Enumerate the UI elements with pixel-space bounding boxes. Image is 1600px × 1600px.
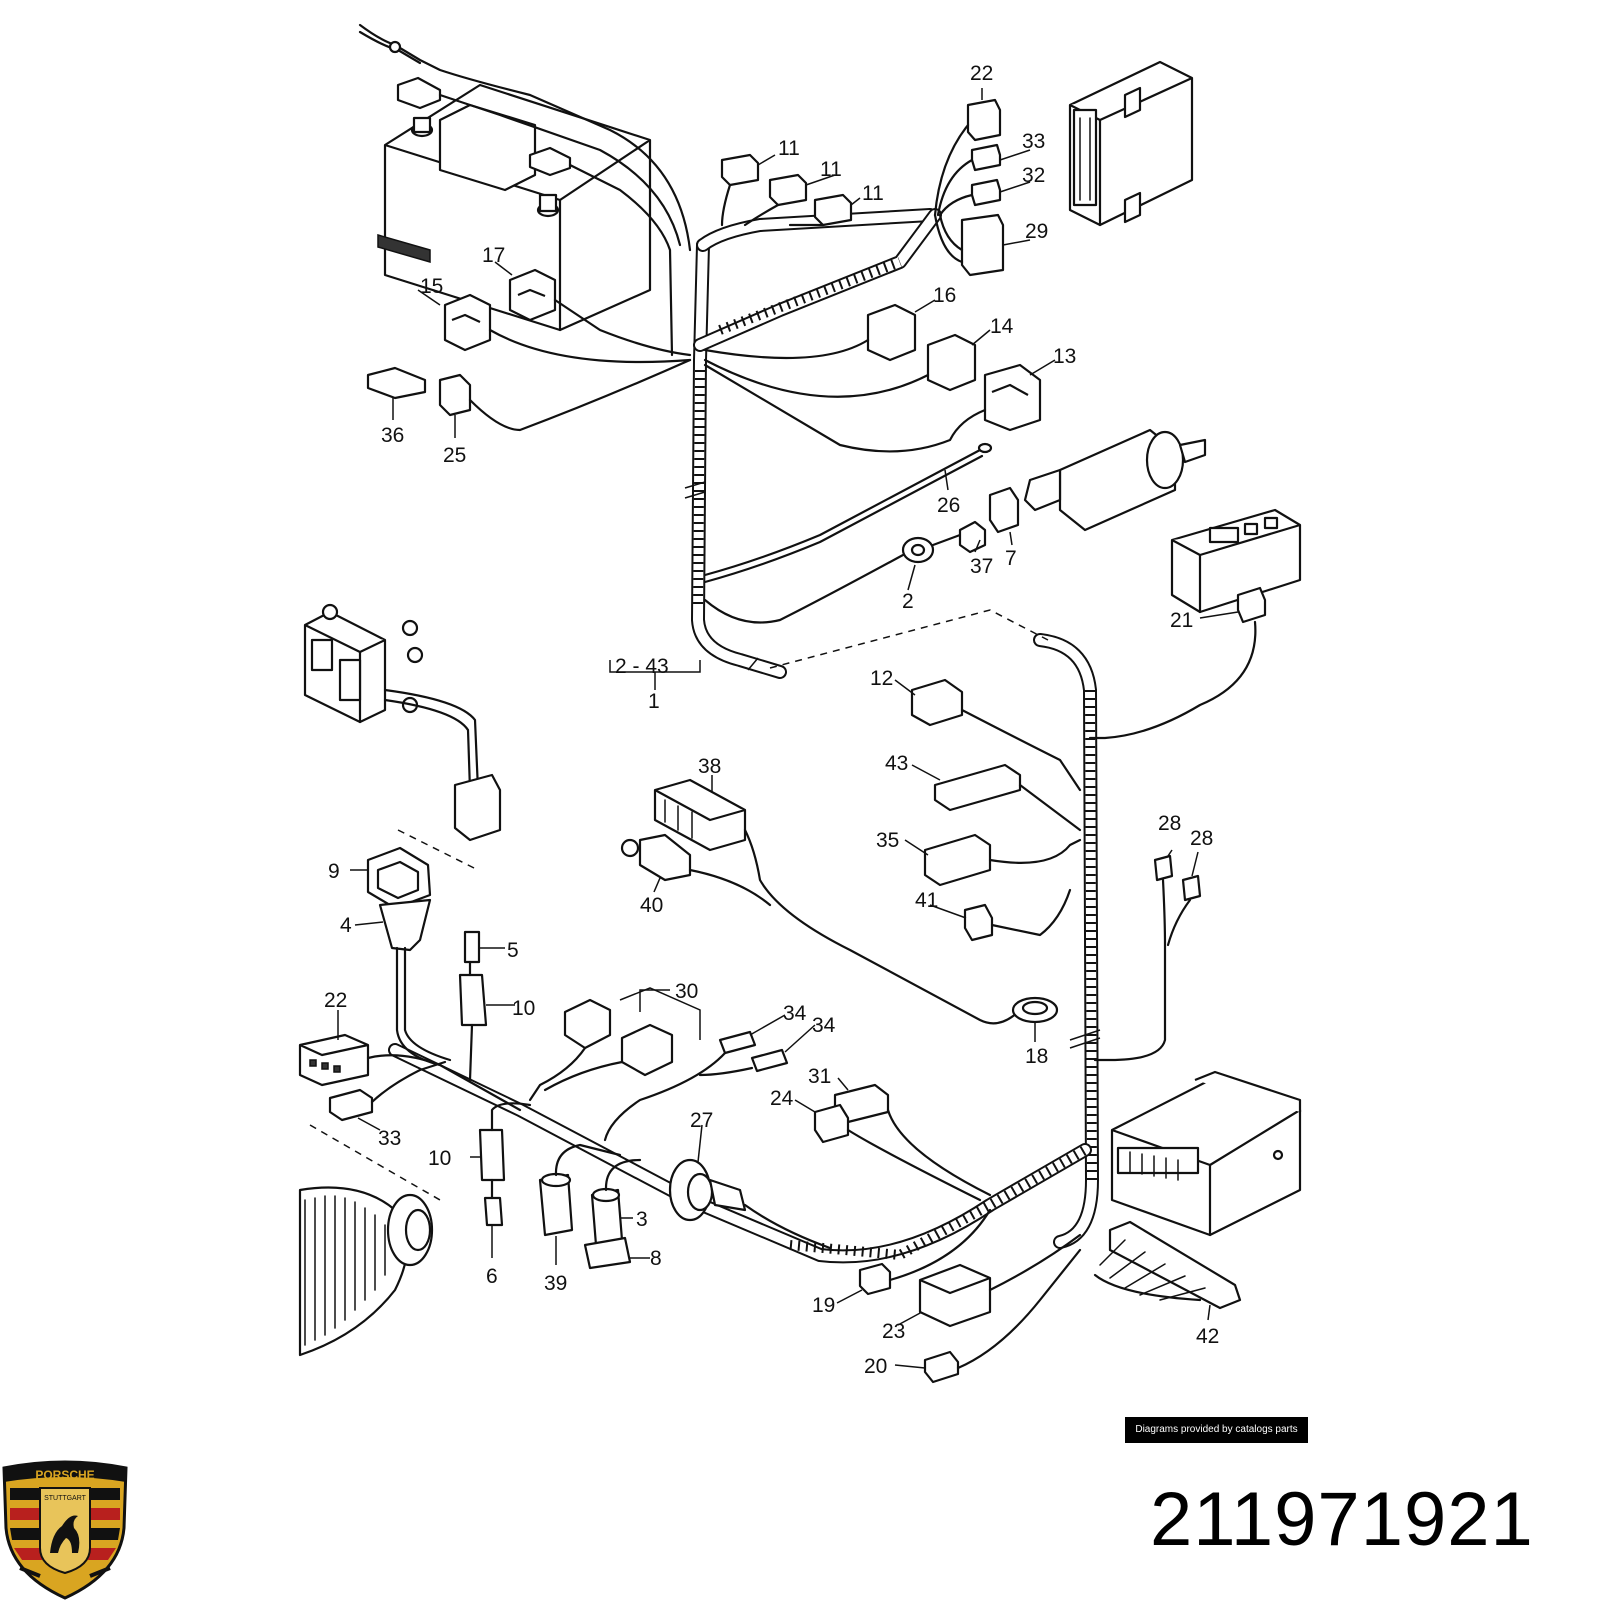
callout-22-lower: 22 xyxy=(324,989,347,1012)
callout-42: 42 xyxy=(1196,1325,1219,1348)
callout-3: 3 xyxy=(636,1208,648,1231)
callout-26: 26 xyxy=(937,494,960,517)
connectors-34 xyxy=(603,1030,789,1142)
connectors-19-23-20 xyxy=(858,1208,1082,1384)
callout-11-b: 11 xyxy=(820,158,842,181)
plug-10-6 xyxy=(478,1102,532,1227)
callout-29: 29 xyxy=(1025,220,1048,243)
callout-33-lower: 33 xyxy=(378,1127,401,1150)
multiplug-42 xyxy=(1093,1220,1242,1310)
callout-28-a: 28 xyxy=(1158,812,1181,835)
callout-31: 31 xyxy=(808,1065,831,1088)
connectors-22-33-lower xyxy=(298,1033,447,1201)
diagram-credit: Diagrams provided by catalogs parts xyxy=(1125,1417,1308,1443)
callout-6: 6 xyxy=(486,1265,498,1288)
callout-18: 18 xyxy=(1025,1045,1048,1068)
callout-28-b: 28 xyxy=(1190,827,1213,850)
callout-30: 30 xyxy=(675,980,698,1003)
callout-7: 7 xyxy=(1005,547,1017,570)
callout-34-a: 34 xyxy=(783,1002,807,1025)
dashed-guides xyxy=(609,481,1101,1049)
grommet-27 xyxy=(668,1158,832,1250)
callout-labels: 22 33 32 29 11 11 11 17 15 16 14 13 36 2… xyxy=(324,62,1219,1378)
plug-5-10 xyxy=(458,930,488,1082)
connectors-11 xyxy=(720,153,853,227)
callout-19: 19 xyxy=(812,1294,835,1317)
callout-43: 43 xyxy=(885,752,908,775)
battery xyxy=(358,23,692,357)
callout-10-upper: 10 xyxy=(512,997,535,1020)
connectors-12-43-35-41 xyxy=(910,678,1082,942)
callout-14: 14 xyxy=(990,315,1014,338)
left-relay-unit xyxy=(303,603,502,871)
connectors-30 xyxy=(528,987,701,1102)
logo-city-text: STUTTGART xyxy=(44,1495,87,1502)
callout-8: 8 xyxy=(650,1247,662,1270)
callout-21: 21 xyxy=(1170,609,1193,632)
callout-41: 41 xyxy=(915,889,938,912)
callout-4: 4 xyxy=(340,914,352,937)
callout-11-c: 11 xyxy=(862,182,884,205)
ecu-unit xyxy=(1110,1070,1302,1237)
callout-17: 17 xyxy=(482,244,505,267)
logo-brand-text: PORSCHE xyxy=(35,1468,94,1482)
connectors-36-25 xyxy=(366,358,692,432)
callout-35: 35 xyxy=(876,829,899,852)
main-harness xyxy=(388,208,1099,1264)
callout-33-top: 33 xyxy=(1022,130,1045,153)
callout-22-top: 22 xyxy=(970,62,993,85)
control-unit-top xyxy=(1068,60,1194,227)
callout-27: 27 xyxy=(690,1109,713,1132)
callout-39: 39 xyxy=(544,1272,567,1295)
sockets-39-3-8 xyxy=(538,1143,642,1270)
callout-37: 37 xyxy=(970,555,993,578)
callout-16: 16 xyxy=(933,284,956,307)
callout-20: 20 xyxy=(864,1355,887,1378)
connector-9-4 xyxy=(366,846,522,1112)
relays xyxy=(443,268,1042,453)
fuel-pump-area xyxy=(703,428,1207,624)
callout-36: 36 xyxy=(381,424,404,447)
display-unit xyxy=(1088,508,1302,740)
callout-25: 25 xyxy=(443,444,466,467)
connectors-top-right xyxy=(933,98,1005,277)
callout-5: 5 xyxy=(507,939,519,962)
callout-24: 24 xyxy=(770,1087,794,1110)
callout-1: 1 xyxy=(648,690,660,713)
leader-lines xyxy=(337,88,1239,1369)
callout-10-lower: 10 xyxy=(428,1147,451,1170)
porsche-crest-logo: PORSCHE STUTTGART xyxy=(2,1460,128,1600)
callout-38: 38 xyxy=(698,755,721,778)
callout-34-b: 34 xyxy=(812,1014,836,1037)
callout-40: 40 xyxy=(640,894,663,917)
callout-11-a: 11 xyxy=(778,137,800,160)
callout-23: 23 xyxy=(882,1320,905,1343)
callout-12: 12 xyxy=(870,667,893,690)
connectors-28 xyxy=(1093,854,1202,1062)
connectors-31-24 xyxy=(813,1083,992,1202)
callout-13: 13 xyxy=(1053,345,1076,368)
callout-2: 2 xyxy=(902,590,914,613)
callout-15: 15 xyxy=(420,275,443,298)
part-number: 211971921 xyxy=(1150,1477,1534,1562)
component-38-40 xyxy=(620,778,1059,1025)
logo-horse-icon xyxy=(50,1515,80,1553)
blower-motor xyxy=(298,1186,434,1357)
callout-32: 32 xyxy=(1022,164,1045,187)
callout-9: 9 xyxy=(328,860,340,883)
callout-range: 2 - 43 xyxy=(615,655,669,678)
